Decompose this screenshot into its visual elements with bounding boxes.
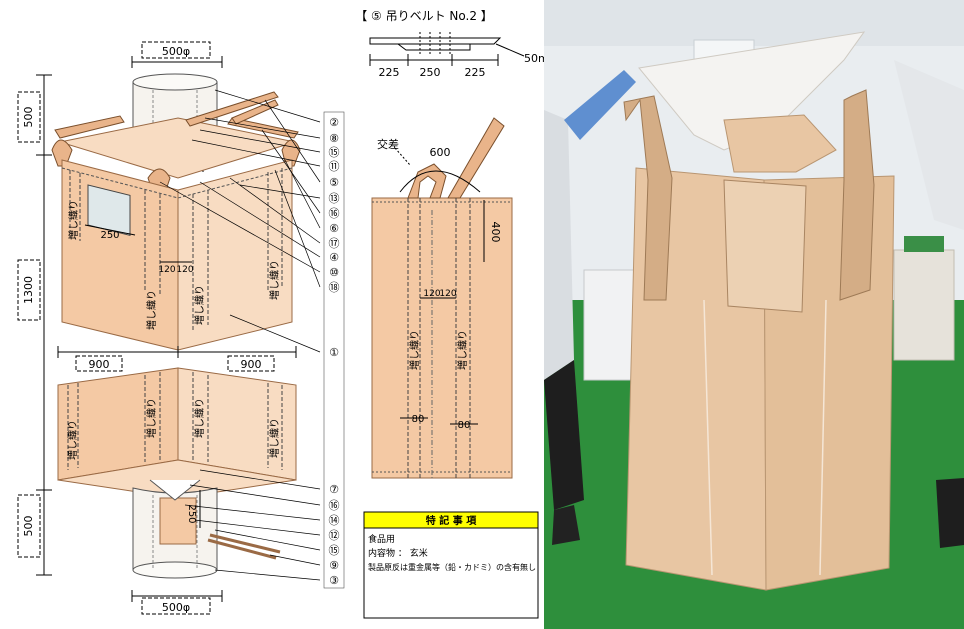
reinforce-label-5: 増し織り	[66, 420, 79, 460]
callout-leader-lines	[159, 89, 321, 581]
belt-gap-left: 120	[158, 265, 175, 275]
lift-loop-right	[839, 89, 875, 301]
bottom-spout-height-label: 250	[186, 504, 197, 523]
callout-number: ⑰	[329, 237, 340, 250]
special-notes-title: 特 記 事 項	[426, 514, 477, 527]
special-notes-line-1: 食品用	[368, 533, 395, 545]
special-notes-line-2: 内容物 ： 玄米	[368, 547, 428, 559]
bottom-spout-dim-label: 500φ	[162, 601, 190, 614]
callout-number: ⑱	[329, 281, 340, 294]
side-belt-width-right: 80	[458, 420, 471, 431]
lower-body	[57, 367, 297, 499]
top-panel	[51, 91, 301, 191]
callout-number: ③	[329, 574, 339, 587]
top-spout-dim-label: 500φ	[162, 45, 190, 58]
reinforce-label-7: 増し織り	[193, 398, 206, 438]
belt-width-label: 50m	[524, 52, 544, 65]
callout-number: ⑧	[329, 132, 339, 145]
lift-loop-left	[623, 95, 673, 301]
side-span-label: 600	[430, 146, 451, 159]
bag-technical-drawing: 500 1300 500 500φ 300	[17, 9, 544, 619]
reinforce-label-2: 増し織り	[145, 290, 158, 330]
bottom-spout-dimension	[131, 590, 223, 615]
callout-number: ⑨	[329, 559, 339, 572]
callout-number: ⑤	[329, 176, 339, 189]
callout-number: ⑬	[329, 192, 340, 205]
side-reinforce-left: 増し織り	[408, 330, 421, 370]
reinforce-label-1: 増し織り	[67, 200, 80, 240]
callout-number: ⑪	[329, 160, 340, 173]
panel-width-right: 900	[241, 358, 262, 371]
window-width-label: 250	[100, 230, 119, 241]
vertical-dim-500-top: 500	[22, 107, 35, 128]
vertical-dim-1300: 1300	[22, 276, 35, 304]
special-notes-box	[363, 511, 539, 619]
side-gap-right: 120	[439, 289, 456, 299]
belt-detail-diagram	[369, 32, 525, 66]
right-person	[894, 60, 964, 548]
upper-body	[61, 159, 293, 351]
callout-number: ⑫	[329, 529, 340, 542]
reinforce-label-8: 増し織り	[268, 418, 281, 458]
green-box	[904, 236, 944, 252]
callout-number: ⑦	[329, 483, 339, 496]
belt-dim-1: 225	[379, 66, 400, 79]
vertical-dimension-ruler	[17, 74, 52, 576]
callout-number: ②	[329, 116, 339, 129]
panel-width-dimension	[57, 346, 297, 372]
side-belt-width-left: 80	[412, 414, 425, 425]
side-gap-left: 120	[423, 289, 440, 299]
side-height-label: 400	[489, 222, 502, 243]
left-person	[544, 70, 636, 545]
reinforce-label-3: 増し織り	[193, 285, 206, 325]
office-cabinet	[893, 249, 955, 361]
callout-number: ⑯	[329, 499, 340, 512]
belt-dim-2: 250	[420, 66, 441, 79]
belt-detail-header: 【 ⑤ 吊りベルト No.2 】	[355, 9, 493, 23]
callout-number: ④	[329, 251, 339, 264]
callout-number: ⑮	[329, 146, 340, 159]
reinforce-label-4: 増し織り	[268, 260, 281, 300]
callout-number: ⑥	[329, 222, 339, 235]
callout-number: ⑩	[329, 266, 339, 279]
vertical-dim-500-bottom: 500	[22, 516, 35, 537]
panel-width-left: 900	[89, 358, 110, 371]
reinforce-label-6: 増し織り	[145, 398, 158, 438]
callout-number: ⑯	[329, 207, 340, 220]
special-notes-line-3: 製品原反は重金属等（鉛・カドミ）の含有無し	[368, 562, 536, 572]
side-crossing-label: 交差	[377, 137, 399, 151]
bag-body	[623, 89, 895, 591]
office-desk	[583, 269, 635, 381]
callout-number: ⑭	[329, 514, 340, 527]
top-spout-dimension	[131, 41, 223, 68]
side-reinforce-right: 増し織り	[456, 330, 469, 370]
belt-dim-3: 225	[465, 66, 486, 79]
bag-photo	[544, 0, 964, 629]
belt-gap-right: 120	[176, 265, 193, 275]
callout-number: ①	[329, 346, 339, 359]
callout-number: ⑮	[329, 544, 340, 557]
side-view	[371, 117, 513, 479]
document-pocket	[723, 179, 807, 313]
